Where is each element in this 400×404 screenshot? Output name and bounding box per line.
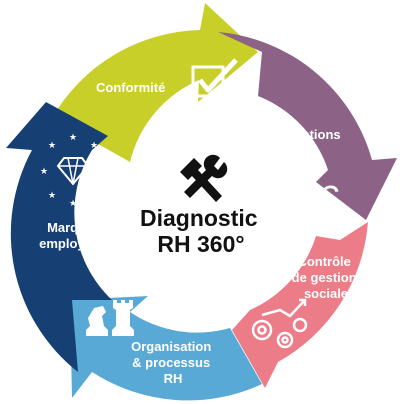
segment-organisation-label: Organisation & processus RH bbox=[131, 339, 215, 386]
segment-remunerations-arrow bbox=[218, 32, 397, 220]
svg-text:★: ★ bbox=[48, 191, 56, 201]
segment-conformite-label: Conformité bbox=[96, 80, 165, 95]
segment-remunerations: Rémunérations € bbox=[218, 32, 397, 221]
chess-icon bbox=[86, 300, 134, 336]
segment-controle: Contrôle de gestion sociale bbox=[232, 222, 368, 388]
center-circle bbox=[119, 132, 283, 296]
segment-organisation: Organisation & processus RH bbox=[70, 296, 262, 401]
segment-marque-arrow bbox=[6, 102, 112, 372]
diamond-stars-icon: ★ ★ ★ ★ ★ ★ ★ ★ bbox=[40, 133, 106, 209]
center-hub: Diagnostic RH 360° bbox=[119, 132, 283, 296]
svg-text:€: € bbox=[318, 179, 339, 221]
segment-remunerations-label: Rémunérations bbox=[246, 127, 341, 142]
svg-text:★: ★ bbox=[40, 167, 48, 177]
checkbox-icon bbox=[191, 58, 238, 98]
segment-marque-label: Marque employeur bbox=[39, 220, 105, 251]
gears-growth-icon bbox=[251, 298, 308, 349]
center-title: Diagnostic RH 360° bbox=[140, 205, 262, 257]
euro-icon: € bbox=[318, 179, 339, 221]
svg-text:★: ★ bbox=[69, 133, 77, 143]
segment-conformite: Conformité bbox=[52, 3, 258, 162]
segment-controle-label: Contrôle de gestion sociale bbox=[292, 254, 361, 301]
segment-conformite-arrow bbox=[52, 3, 258, 162]
svg-text:★: ★ bbox=[69, 199, 77, 209]
tools-icon bbox=[180, 154, 228, 202]
svg-text:★: ★ bbox=[90, 141, 98, 151]
svg-text:★: ★ bbox=[98, 167, 106, 177]
segment-marque: Marque employeur ★ ★ ★ ★ ★ ★ ★ ★ bbox=[6, 102, 112, 372]
svg-text:★: ★ bbox=[48, 141, 56, 151]
svg-text:★: ★ bbox=[90, 191, 98, 201]
